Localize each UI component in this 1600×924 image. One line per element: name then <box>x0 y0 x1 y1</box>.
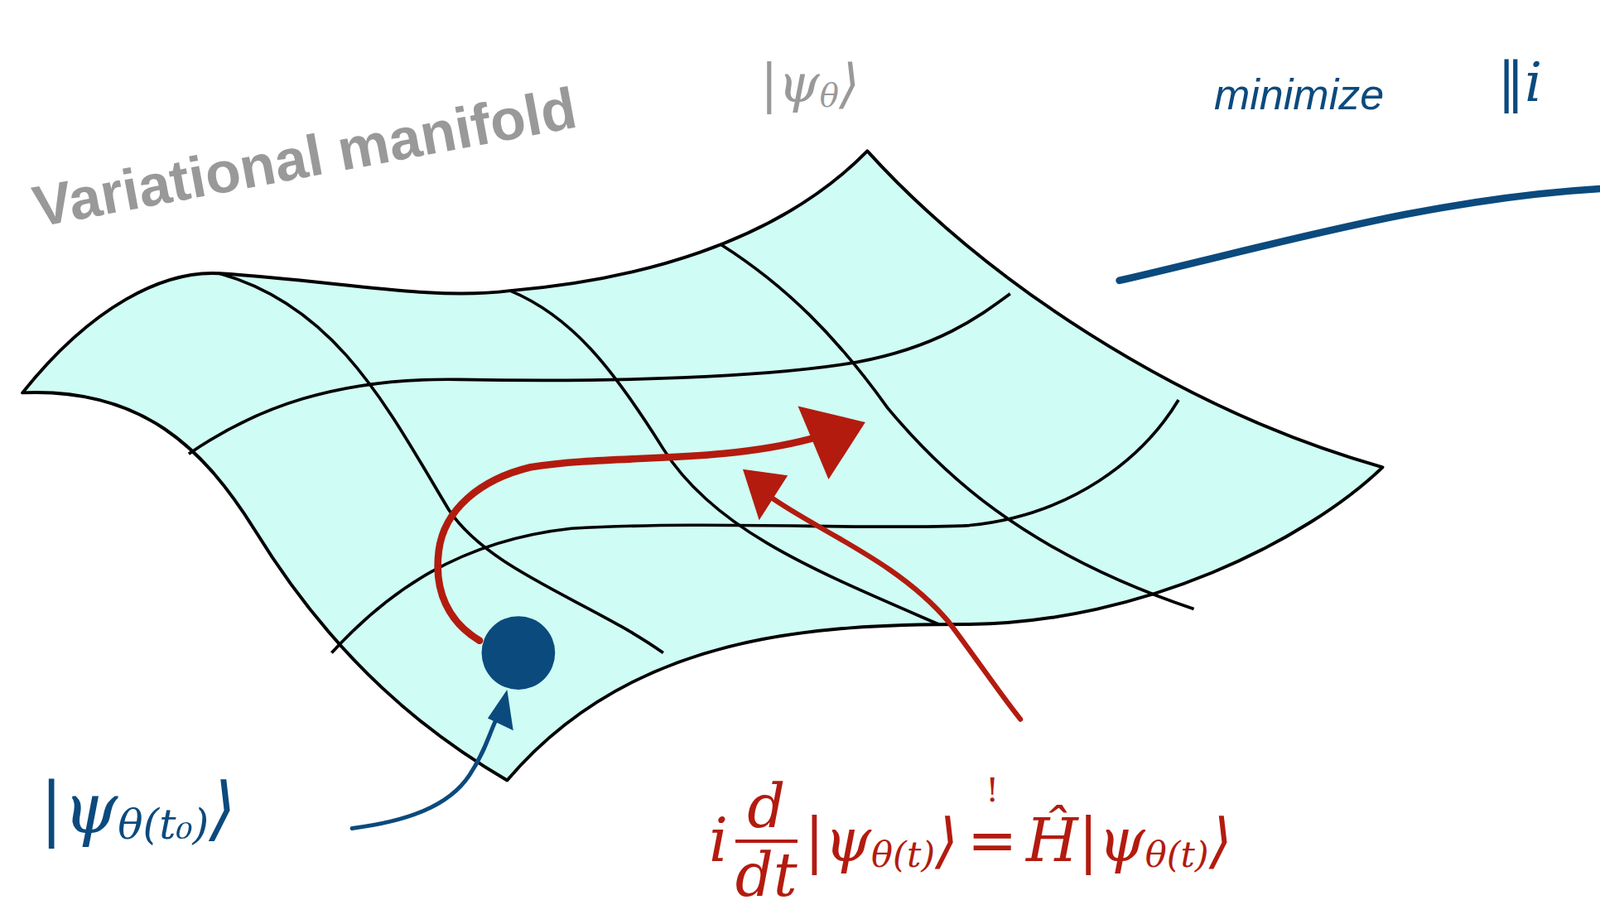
schroedinger-equation: iddt|ψθ(t)⟩!=Ĥ|ψθ(t)⟩ <box>708 774 1233 909</box>
manifold-title-text: Variational manifold <box>28 76 582 240</box>
initial-state-label: |ψθ(t₀)⟩ <box>39 770 237 847</box>
math-part: ⟩ <box>838 54 860 113</box>
state-symbol-text: θ <box>819 78 839 114</box>
math-part: ⟩ <box>934 808 959 874</box>
grid-line <box>510 290 939 625</box>
norm-fragment: ‖i <box>1497 53 1543 114</box>
math-part: θ <box>819 66 839 102</box>
math-part: != <box>967 772 1017 875</box>
state-symbol-text: ⟩ <box>838 54 860 113</box>
grid-line <box>188 293 1011 454</box>
initial-state-label-text: |ψ <box>39 770 118 847</box>
math-part: |ψ <box>1078 808 1146 874</box>
minimize-note: minimize <box>1214 71 1384 119</box>
math-part: θ(t) <box>1145 821 1210 862</box>
arrow-head <box>487 689 514 731</box>
math-part: minimize <box>1214 71 1384 119</box>
schroedinger-equation-text: i <box>708 808 728 874</box>
initial-state-label-text: θ(t₀) <box>117 801 209 848</box>
schroedinger-equation-text: ⟩ <box>1209 808 1233 874</box>
math-part: ⟩ <box>1209 808 1233 874</box>
initial-state-dot <box>481 616 556 690</box>
manifold-surface <box>22 150 1383 781</box>
norm-fragment-text: ‖i <box>1497 53 1543 114</box>
state-symbol-text: |ψ <box>760 54 820 113</box>
math-part: θ(t₀) <box>117 785 209 831</box>
schroedinger-equation-text: Ĥ <box>1026 808 1079 874</box>
math-part: ⟩ <box>208 770 237 847</box>
arrow-head <box>742 469 788 521</box>
minimize-note-text: minimize <box>1214 71 1384 119</box>
math-part: Variational manifold <box>28 76 582 240</box>
math-part: θ(t) <box>871 821 935 862</box>
illustration-group <box>22 150 1600 829</box>
grid-lines <box>188 245 1195 654</box>
math-part: |ψ <box>760 54 820 113</box>
manifold-title: Variational manifold <box>28 76 582 240</box>
trajectory-arrow <box>438 438 812 641</box>
math-part: |ψ <box>804 808 872 874</box>
schroedinger-equation-text: ⟩ <box>934 808 959 874</box>
grid-line <box>721 245 1194 610</box>
schroedinger-equation-text: |ψ <box>804 808 872 874</box>
math-part: i <box>708 808 728 874</box>
fraction-denominator: dt <box>735 843 798 909</box>
initial-arrow <box>351 712 501 829</box>
schroedinger-equation-text: |ψ <box>1078 808 1146 874</box>
math-part: |ψ <box>39 770 118 847</box>
leader-line <box>1119 188 1600 281</box>
grid-line <box>331 400 1179 654</box>
math-part: Ĥ <box>1026 808 1079 874</box>
equals-sign: = <box>967 809 1017 875</box>
definition-mark: ! <box>985 772 999 810</box>
arrow-head <box>798 405 866 480</box>
initial-state-label-text: ⟩ <box>208 770 237 847</box>
math-part: ddt <box>735 774 798 909</box>
math-part: ‖i <box>1497 53 1543 114</box>
state-symbol: |ψθ⟩ <box>760 54 860 113</box>
schroedinger-equation-text: θ(t) <box>1145 835 1210 876</box>
fraction-numerator: d <box>746 774 786 840</box>
equation-pointer <box>767 495 1022 720</box>
schroedinger-equation-text: θ(t) <box>871 835 935 876</box>
